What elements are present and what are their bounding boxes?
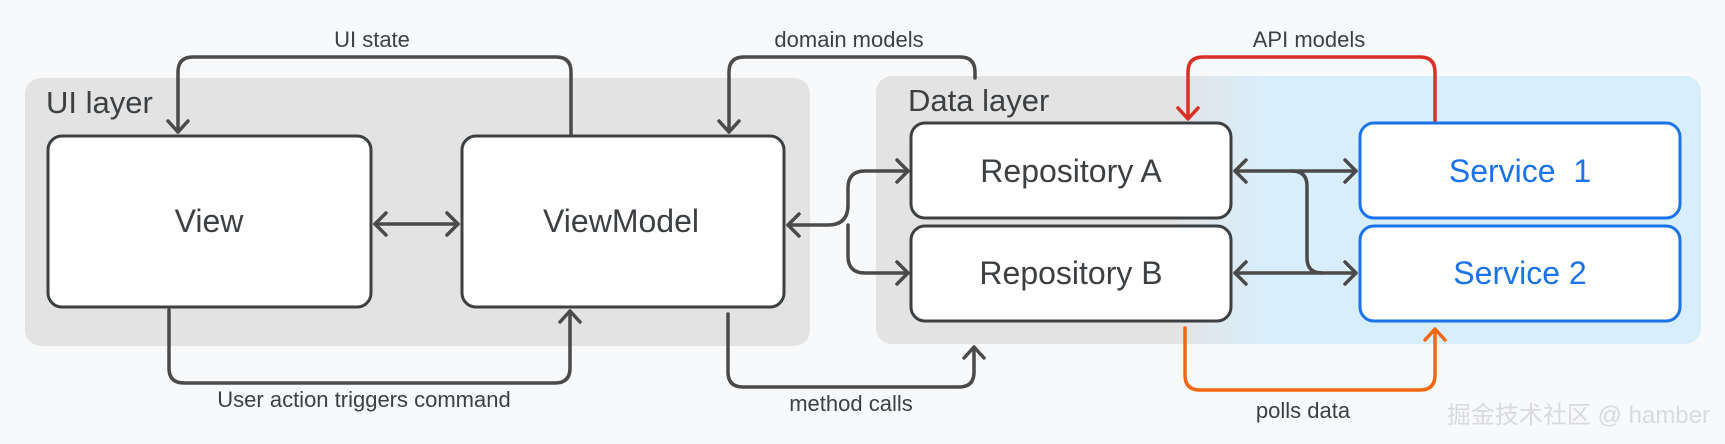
view-label: View bbox=[175, 203, 245, 239]
repoA-service2-arrow bbox=[1290, 169, 1324, 275]
ui-state-label: UI state bbox=[334, 27, 410, 52]
service-2-label: Service 2 bbox=[1453, 255, 1586, 291]
ui-layer-label: UI layer bbox=[46, 85, 153, 120]
service-1-label: Service 1 bbox=[1449, 153, 1591, 189]
polls-data-label: polls data bbox=[1256, 398, 1351, 423]
api-models-label: API models bbox=[1253, 27, 1366, 52]
repoB-service2-head-left bbox=[1233, 260, 1248, 286]
fork-head-a bbox=[895, 158, 910, 184]
method-calls-label: method calls bbox=[789, 391, 913, 416]
service-2-box[interactable] bbox=[1358, 224, 1682, 323]
fork-head-left bbox=[786, 212, 801, 238]
user-action-arrow bbox=[167, 308, 572, 385]
repoA-service1-head-right bbox=[1343, 158, 1358, 184]
domain-models-arrowhead bbox=[717, 119, 741, 134]
data-layer-label: Data layer bbox=[908, 83, 1049, 118]
repository-a-box[interactable] bbox=[909, 121, 1233, 220]
ui-state-arrowhead bbox=[166, 119, 190, 134]
method-calls-arrowhead bbox=[962, 345, 986, 360]
repository-a-label: Repository A bbox=[980, 153, 1162, 189]
viewmodel-box[interactable] bbox=[460, 134, 786, 309]
viewmodel-label: ViewModel bbox=[543, 203, 699, 239]
view-viewmodel-head-right bbox=[445, 211, 460, 237]
api-models-arrow bbox=[1186, 55, 1437, 124]
service-1-box[interactable] bbox=[1358, 121, 1682, 220]
view-viewmodel-head-left bbox=[373, 211, 388, 237]
user-action-label: User action triggers command bbox=[217, 387, 510, 412]
repository-b-box[interactable] bbox=[909, 224, 1233, 323]
repository-b-label: Repository B bbox=[979, 255, 1162, 291]
repoA-service1-head-left bbox=[1233, 158, 1248, 184]
watermark: 掘金技术社区 @ hamber bbox=[1447, 402, 1710, 429]
method-calls-arrow bbox=[726, 312, 976, 389]
repoB-service2-head-right bbox=[1343, 260, 1358, 286]
polls-data-arrow bbox=[1183, 326, 1437, 392]
ui-state-arrow bbox=[176, 55, 573, 138]
viewmodel-repo-fork bbox=[786, 169, 910, 275]
domain-models-label: domain models bbox=[774, 27, 923, 52]
api-models-arrowhead bbox=[1176, 106, 1200, 121]
view-box[interactable] bbox=[46, 134, 373, 309]
domain-models-arrow bbox=[727, 55, 977, 134]
polls-data-arrowhead bbox=[1423, 327, 1447, 342]
user-action-arrowhead bbox=[558, 309, 582, 324]
fork-head-b bbox=[895, 260, 910, 286]
